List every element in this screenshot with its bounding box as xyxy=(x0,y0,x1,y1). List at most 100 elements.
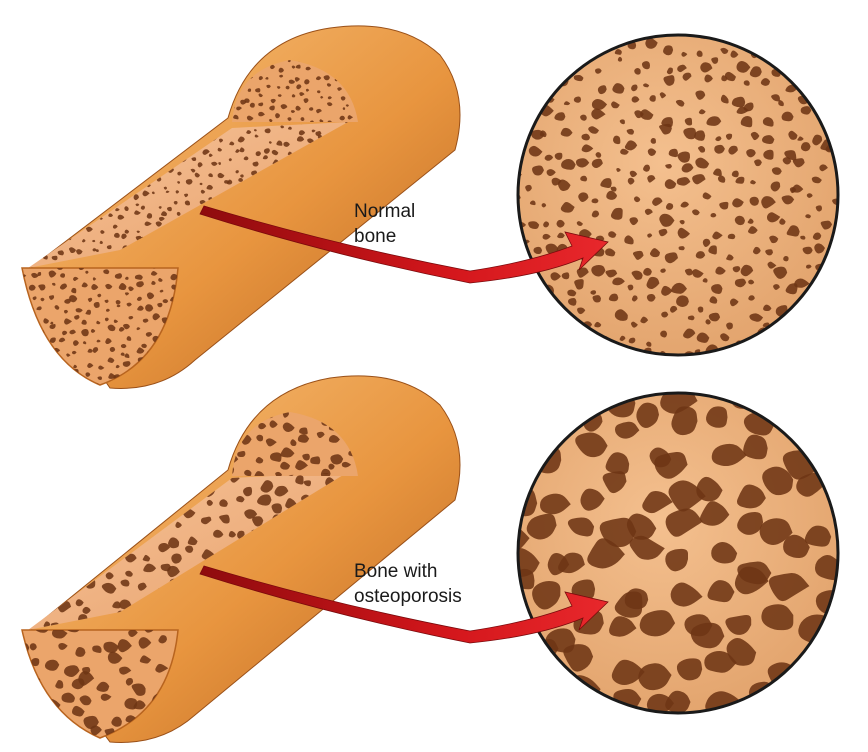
pore xyxy=(28,149,35,154)
pore xyxy=(39,737,48,744)
pore xyxy=(87,115,91,118)
pore xyxy=(827,109,837,118)
pore xyxy=(28,355,32,360)
pore xyxy=(28,318,34,323)
osteoporosis-label: Bone with osteoporosis xyxy=(354,559,462,609)
pore xyxy=(100,176,103,178)
pore xyxy=(125,516,134,523)
pore xyxy=(801,330,808,337)
pore xyxy=(33,123,39,128)
pore xyxy=(19,564,28,572)
pore xyxy=(515,57,526,67)
pore xyxy=(68,513,76,521)
pore xyxy=(735,23,750,35)
pore xyxy=(21,333,26,338)
pore xyxy=(69,475,77,482)
pore xyxy=(20,234,27,239)
pore xyxy=(203,116,207,119)
pore xyxy=(156,494,169,503)
pore xyxy=(32,134,37,138)
pore xyxy=(776,356,784,363)
pore xyxy=(38,518,47,527)
pore xyxy=(160,736,173,747)
pore xyxy=(26,226,30,231)
pore xyxy=(69,170,71,173)
pore xyxy=(70,126,75,130)
pore xyxy=(816,60,828,68)
pore xyxy=(742,31,751,38)
pore xyxy=(118,456,129,466)
pore xyxy=(142,114,146,118)
pore xyxy=(70,578,80,586)
pore xyxy=(173,482,184,490)
pore xyxy=(805,50,810,55)
pore xyxy=(136,465,143,471)
pore xyxy=(37,330,45,336)
pore xyxy=(314,616,325,623)
pore xyxy=(774,676,813,707)
pore xyxy=(40,361,46,367)
pore xyxy=(130,119,136,125)
pore xyxy=(200,458,214,470)
pore xyxy=(82,220,85,222)
pore xyxy=(817,89,825,97)
pore xyxy=(785,373,816,397)
pore xyxy=(90,194,96,199)
pore xyxy=(109,159,115,164)
pore xyxy=(47,247,52,252)
pore xyxy=(42,148,48,152)
pore xyxy=(835,44,850,54)
pore xyxy=(769,355,775,361)
pore xyxy=(592,198,599,203)
pore xyxy=(31,342,34,345)
pore xyxy=(331,259,337,264)
pore xyxy=(115,178,119,182)
pore xyxy=(511,26,524,35)
pore xyxy=(73,205,79,210)
pore xyxy=(840,186,850,196)
osteoporosis-label-line1: Bone with xyxy=(354,559,462,584)
pore xyxy=(189,133,195,138)
pore xyxy=(820,32,827,38)
pore xyxy=(228,64,232,68)
pore xyxy=(20,368,27,374)
pore xyxy=(97,151,103,155)
pore xyxy=(107,138,111,141)
pore xyxy=(598,347,605,354)
pore xyxy=(661,22,673,32)
pore xyxy=(612,351,618,355)
pore xyxy=(836,276,846,284)
pore xyxy=(220,114,224,118)
pore xyxy=(10,622,24,633)
pore xyxy=(58,204,64,209)
pore xyxy=(157,388,162,392)
pore xyxy=(538,47,548,57)
pore xyxy=(562,32,569,38)
pore xyxy=(540,28,554,39)
pore xyxy=(27,552,34,558)
pore xyxy=(515,253,522,258)
pore xyxy=(129,180,134,184)
pore xyxy=(230,78,235,82)
pore xyxy=(830,73,840,83)
pore xyxy=(32,172,36,175)
pore xyxy=(158,462,169,470)
pore xyxy=(14,382,18,386)
pore xyxy=(120,148,126,152)
pore xyxy=(68,119,73,123)
pore xyxy=(15,304,23,310)
pore xyxy=(22,157,30,163)
pore xyxy=(86,182,89,185)
pore xyxy=(40,375,46,380)
pore xyxy=(88,139,95,144)
pore xyxy=(802,84,813,93)
pore xyxy=(521,679,549,707)
pore xyxy=(50,546,57,552)
pore xyxy=(526,285,540,293)
pore xyxy=(688,315,695,320)
pore xyxy=(609,35,615,40)
pore xyxy=(143,173,148,176)
pore xyxy=(679,246,685,250)
pore xyxy=(576,40,585,47)
